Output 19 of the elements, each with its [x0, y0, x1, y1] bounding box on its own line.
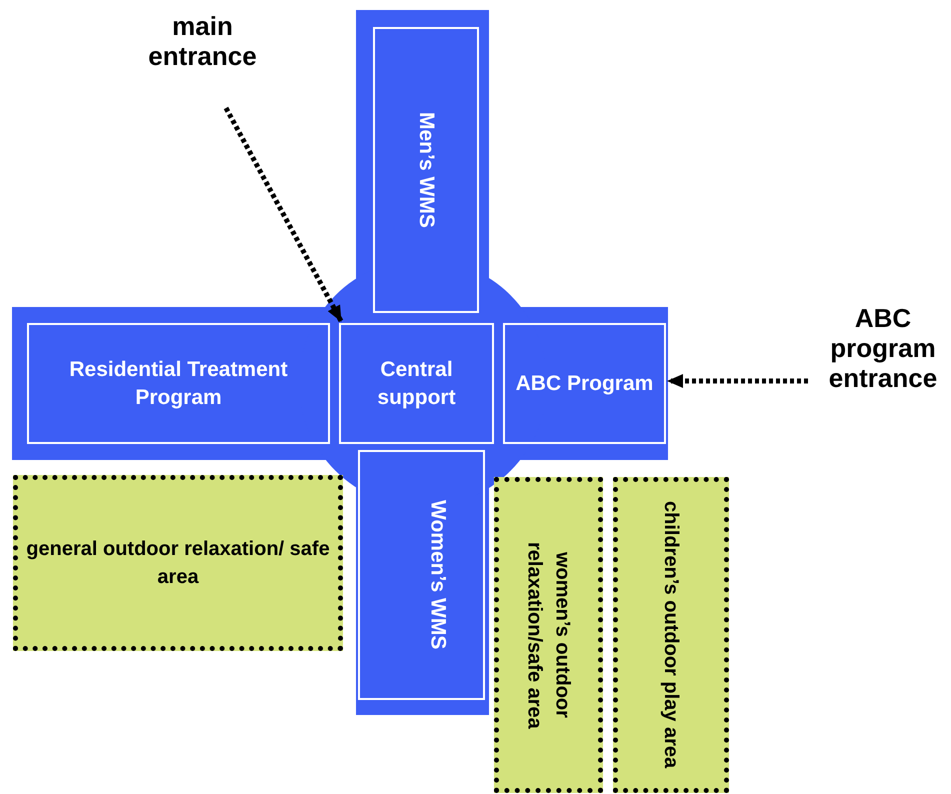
arrow — [224, 106, 344, 322]
area-label: women’s outdoor relaxation/safe area — [522, 540, 574, 731]
room-box — [27, 323, 330, 444]
arrow — [667, 374, 808, 388]
room-box — [503, 323, 666, 444]
entrance-text: main entrance — [147, 11, 258, 71]
wing-box — [358, 450, 485, 700]
area-label: Women’s WMS — [426, 500, 450, 650]
area-label: general outdoor relaxation/ safe area — [25, 537, 331, 590]
wing-box — [373, 27, 479, 313]
area-label: Residential Treatment Program — [68, 356, 289, 410]
outdoor-area — [613, 477, 729, 793]
entrance-text: ABC program entrance — [828, 303, 938, 393]
outdoor-area — [494, 477, 603, 793]
area-label: Central support — [376, 356, 457, 410]
area-label: children’s outdoor play area — [659, 501, 683, 769]
room-box — [339, 323, 494, 444]
area-label: ABC Program — [516, 370, 654, 396]
area-label: Men’s WMS — [414, 112, 439, 228]
